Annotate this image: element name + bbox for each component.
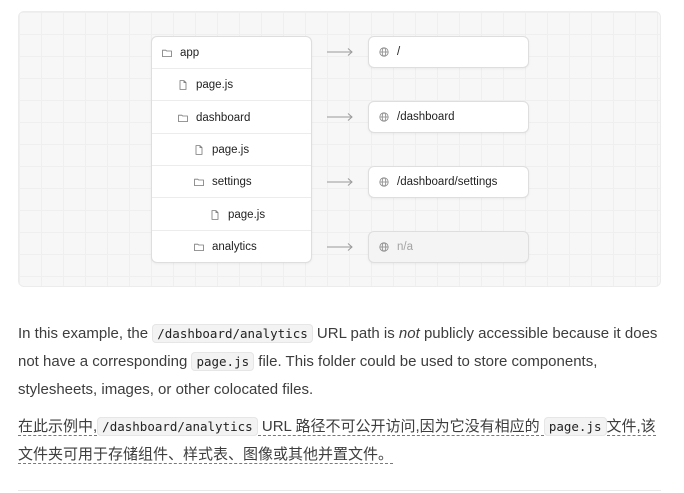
route-dashboard-settings: /dashboard/settings (368, 166, 529, 198)
file-icon (178, 79, 188, 90)
folder-icon (194, 242, 204, 252)
file-tree-diagram (18, 11, 661, 287)
route-dashboard: /dashboard (368, 101, 529, 133)
globe-icon (379, 177, 389, 187)
paragraph-text-zh: 在此示例中, (18, 418, 98, 436)
inline-code-file: page.js (543, 417, 607, 436)
folder-icon (162, 48, 172, 58)
paragraph-text: URL path is (312, 325, 399, 342)
globe-icon (379, 47, 389, 57)
folder-icon (178, 113, 188, 123)
globe-icon (379, 242, 389, 252)
tree-label: dashboard (196, 111, 251, 124)
tree-row-app: app (152, 37, 311, 69)
arrow-right-icon (327, 113, 353, 121)
paragraph-text: file. This folder could be used to store… (18, 353, 598, 398)
file-icon (210, 209, 220, 220)
tree-row-dashboard-page-js: page.js (152, 134, 311, 166)
tree-row-page-js: page.js (152, 69, 311, 101)
paragraph-text-zh: 文件,该文件夹可用于存储组件、样式表、图像或其他并置文件。 (18, 418, 656, 464)
tree-label: app (180, 46, 200, 59)
route-root: / (368, 36, 529, 68)
tree-label: analytics (212, 241, 257, 253)
arrow-right-icon (327, 48, 353, 56)
inline-code-path: /dashboard/analytics (97, 417, 258, 436)
explanation-paragraph-zh: 在此示例中,/dashboard/analytics URL 路径不可公开访问,… (18, 413, 668, 469)
arrow-right-icon (327, 243, 353, 251)
emphasis-not: not (398, 325, 420, 342)
route-path: / (397, 46, 401, 58)
inline-code-file: page.js (191, 352, 255, 371)
tree-label: settings (212, 175, 252, 188)
paragraph-text-zh: URL 路径不可公开访问,因为它没有相应的 (257, 418, 544, 436)
paragraph-text: In this example, the (18, 325, 153, 342)
tree-label: page.js (228, 208, 266, 221)
folder-icon (194, 177, 204, 187)
route-path: n/a (397, 241, 413, 253)
divider (18, 490, 661, 491)
route-path: /dashboard/settings (397, 176, 498, 188)
file-icon (194, 144, 204, 155)
route-path: /dashboard (397, 111, 455, 123)
tree-label: page.js (212, 143, 250, 156)
file-tree: app page.js dashboard page.js settings p… (151, 36, 312, 263)
globe-icon (379, 112, 389, 122)
tree-label: page.js (196, 78, 234, 91)
inline-code-path: /dashboard/analytics (152, 324, 313, 343)
tree-row-settings: settings (152, 166, 311, 198)
tree-row-analytics: analytics (152, 231, 311, 262)
paragraph-text: publicly accessible because it does not … (18, 325, 658, 370)
tree-row-dashboard: dashboard (152, 102, 311, 134)
tree-row-settings-page-js: page.js (152, 199, 311, 231)
arrow-right-icon (327, 178, 353, 186)
route-analytics-na: n/a (368, 231, 529, 263)
explanation-paragraph-en: In this example, the /dashboard/analytic… (18, 320, 668, 404)
